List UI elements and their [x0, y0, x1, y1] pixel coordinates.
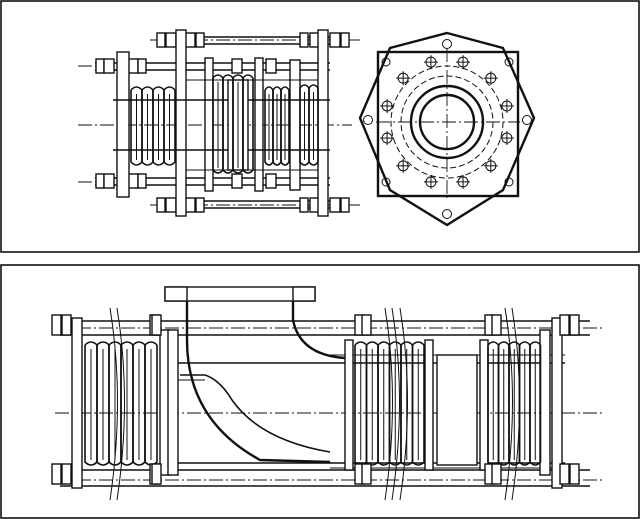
bottom-nuts	[51, 314, 580, 485]
bellows-crest	[132, 341, 146, 346]
bellows-crest	[487, 341, 500, 346]
bellows-crest	[411, 341, 425, 346]
bellows	[130, 74, 319, 174]
bellows-crest	[365, 341, 379, 346]
bellows-crest	[299, 84, 310, 89]
bellows-crest	[497, 341, 510, 346]
bellows-crest	[400, 341, 414, 346]
bellows-crest	[144, 341, 158, 346]
rod-nut	[559, 314, 570, 336]
bellows-crest	[96, 341, 110, 346]
bellows-crest	[120, 341, 134, 346]
bellows-crest	[264, 86, 274, 91]
bottom-panel	[0, 264, 640, 519]
bellows-crest	[529, 341, 542, 346]
rod-nut	[361, 314, 372, 336]
bellows-crest	[152, 86, 165, 91]
bellows-crest	[232, 74, 244, 79]
bellows-crest	[163, 86, 176, 91]
rod-nut	[61, 314, 72, 336]
bellows-crest	[518, 341, 531, 346]
bellows-crest	[272, 86, 282, 91]
bottom-bellows	[84, 341, 542, 466]
bellows-crest	[212, 74, 224, 79]
square-flange	[376, 50, 520, 198]
bellows-crest	[242, 74, 254, 79]
top-panel-frame	[0, 0, 640, 253]
bottom-panel-frame	[0, 264, 640, 519]
rod-nut	[559, 463, 570, 485]
rod-nut	[151, 314, 162, 336]
bellows-crest	[377, 341, 391, 346]
flanges	[116, 29, 329, 217]
rod-nut	[569, 463, 580, 485]
rod-nut	[151, 463, 162, 485]
bellows-crest	[388, 341, 402, 346]
pipe-bore	[418, 93, 476, 151]
top-panel	[0, 0, 640, 253]
rod-nut	[569, 314, 580, 336]
bolt-holes	[380, 55, 514, 189]
rod-nut	[51, 314, 62, 336]
rod-nut	[491, 314, 502, 336]
corner-lugs	[363, 39, 532, 219]
expansion-joint-side-view	[78, 29, 360, 217]
bellows-convolution	[163, 90, 176, 166]
bellows-crest	[354, 341, 368, 346]
bellows-convolution	[411, 345, 425, 466]
bellows-crest	[222, 74, 234, 79]
rod-nut	[491, 463, 502, 485]
bellows-convolution	[242, 78, 254, 174]
flange-end-view	[358, 31, 536, 227]
elbow-curve	[175, 301, 346, 464]
bellows-crest	[108, 341, 122, 346]
bellows-crest	[508, 341, 521, 346]
bellows-convolution	[280, 90, 290, 166]
bellows-crest	[308, 84, 319, 89]
rod-nut	[61, 463, 72, 485]
bellows-convolution	[308, 88, 319, 166]
diamond-plate	[358, 31, 536, 227]
straight-pipe	[175, 354, 565, 469]
bottom-flanges	[71, 317, 563, 489]
bellows-convolution	[529, 345, 542, 466]
rod-nut	[51, 463, 62, 485]
bellows-crest	[280, 86, 290, 91]
pipe-outer-circle	[409, 84, 485, 160]
bellows-crest	[84, 341, 98, 346]
rod-nut	[361, 463, 372, 485]
bellows-crest	[141, 86, 154, 91]
bellows-crest	[130, 86, 143, 91]
elbow-top-flange	[164, 286, 316, 302]
